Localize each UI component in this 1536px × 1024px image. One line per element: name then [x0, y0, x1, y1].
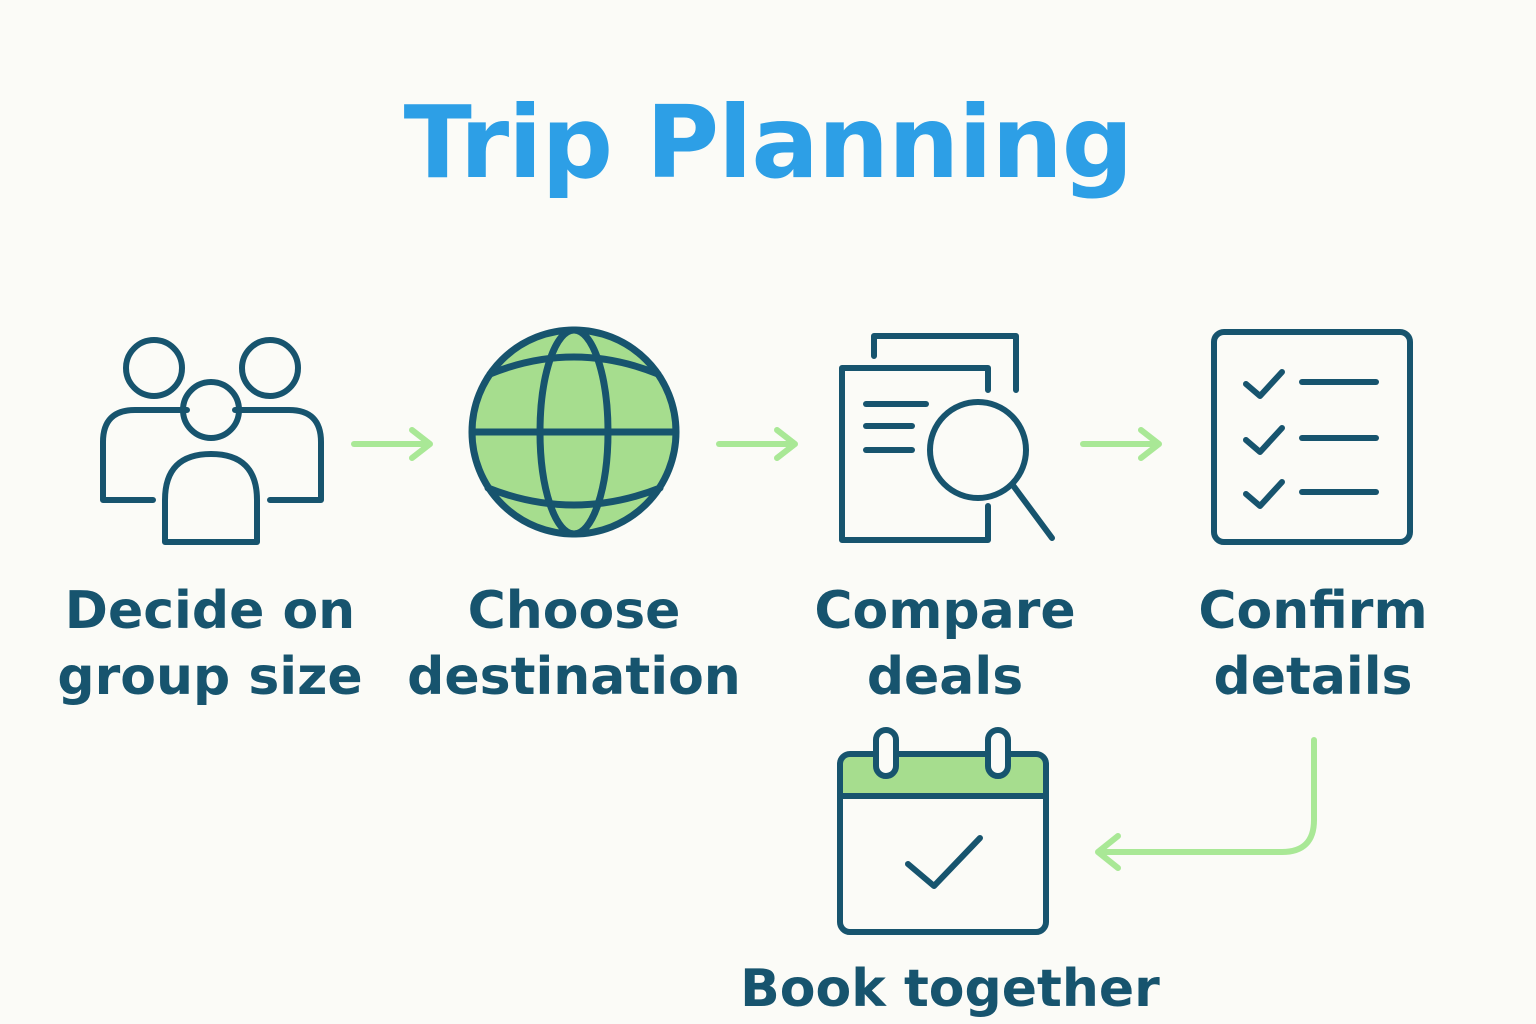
group-people-icon [95, 332, 335, 552]
arrow-right-icon [350, 424, 436, 464]
step-label-group-size: Decide on group size [57, 581, 363, 707]
arrow-return-icon [1090, 734, 1322, 874]
diagram-title: Trip Planning [403, 84, 1134, 201]
step-label-confirm-details: Confirm details [1198, 581, 1428, 707]
step-label-destination: Choose destination [407, 581, 741, 707]
calendar-check-icon [834, 726, 1052, 938]
document-search-icon [836, 330, 1058, 546]
arrow-right-icon [1079, 424, 1165, 464]
globe-icon [468, 326, 680, 538]
arrow-right-icon [715, 424, 801, 464]
checklist-icon [1210, 328, 1414, 546]
step-label-book-together: Book together [740, 959, 1160, 1019]
step-label-compare-deals: Compare deals [814, 581, 1076, 707]
